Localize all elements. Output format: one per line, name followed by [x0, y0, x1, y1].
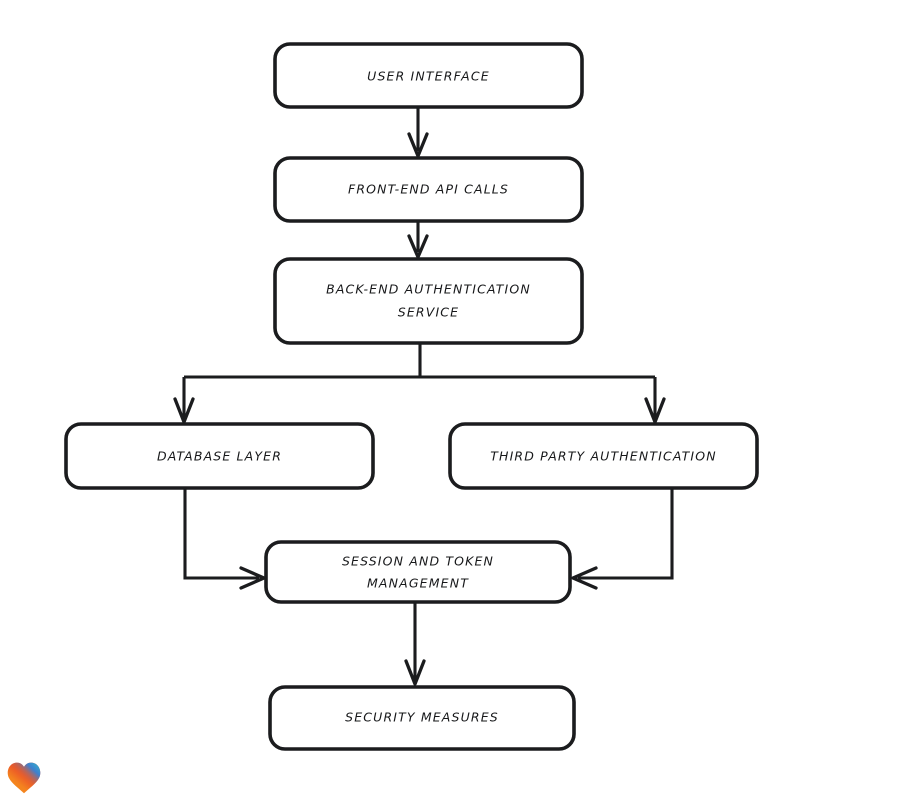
node-front-end-api-calls[interactable]: FRONT-END API CALLS: [273, 156, 584, 223]
edge-ui-to-api: [407, 107, 429, 158]
node-session-and-token-management[interactable]: SESSION AND TOKEN MANAGEMENT: [264, 540, 572, 604]
edge-backend-to-database: [173, 377, 195, 424]
node-box-session-and-token-management[interactable]: [264, 540, 572, 604]
node-label-user-interface: USER INTERFACE: [367, 69, 490, 84]
node-label-back-end-authentication-service-line1: BACK-END AUTHENTICATION: [326, 282, 531, 297]
edge-session-to-security: [404, 602, 426, 686]
node-label-database-layer: DATABASE LAYER: [157, 449, 282, 464]
node-security-measures[interactable]: SECURITY MEASURES: [268, 685, 576, 751]
node-database-layer[interactable]: DATABASE LAYER: [64, 422, 375, 490]
node-box-back-end-authentication-service[interactable]: [273, 257, 584, 345]
edge-database-to-session: [183, 488, 266, 590]
node-label-session-and-token-management-line1: SESSION AND TOKEN: [342, 554, 494, 569]
node-back-end-authentication-service[interactable]: BACK-END AUTHENTICATION SERVICE: [273, 257, 584, 345]
heart-icon: [7, 762, 41, 794]
edge-backend-branch-bus: [184, 343, 655, 379]
node-label-front-end-api-calls: FRONT-END API CALLS: [348, 182, 509, 197]
edge-backend-to-thirdparty: [644, 377, 666, 424]
node-label-third-party-authentication: THIRD PARTY AUTHENTICATION: [490, 449, 717, 464]
node-box-front-end-api-calls[interactable]: [273, 156, 584, 223]
node-user-interface[interactable]: USER INTERFACE: [273, 42, 584, 109]
node-box-user-interface[interactable]: [273, 42, 584, 109]
node-third-party-authentication[interactable]: THIRD PARTY AUTHENTICATION: [448, 422, 759, 490]
edge-thirdparty-to-session: [571, 488, 674, 590]
node-box-security-measures[interactable]: [268, 685, 576, 751]
edge-api-to-backend: [407, 221, 429, 259]
node-label-session-and-token-management-line2: MANAGEMENT: [367, 576, 469, 591]
node-box-third-party-authentication[interactable]: [448, 422, 759, 490]
node-label-security-measures: SECURITY MEASURES: [345, 710, 499, 725]
node-label-back-end-authentication-service-line2: SERVICE: [398, 305, 459, 320]
node-box-database-layer[interactable]: [64, 422, 375, 490]
